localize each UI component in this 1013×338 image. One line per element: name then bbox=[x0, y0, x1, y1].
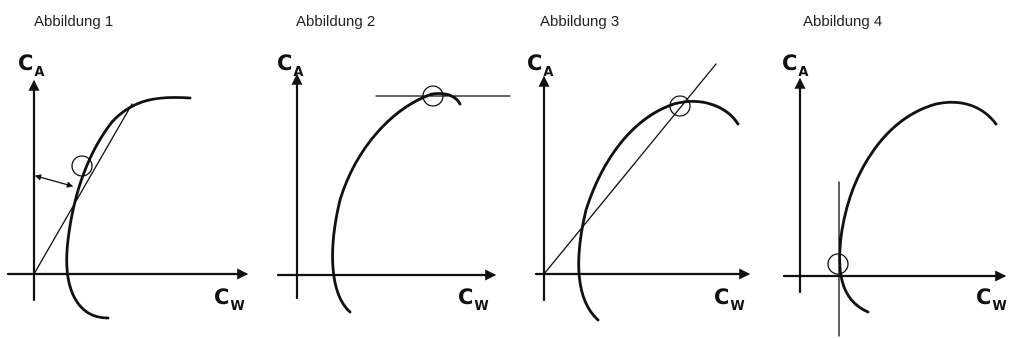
figure-4-caption: Abbildung 4 bbox=[803, 13, 882, 30]
figure-2-polar-curve bbox=[331, 92, 462, 314]
figure-3-tangent-circle bbox=[669, 95, 691, 117]
figure-1-y-axis-label: CA bbox=[18, 51, 44, 80]
figure-3: Abbildung 3 CA CW bbox=[527, 13, 751, 322]
figure-1-x-axis-label: CW bbox=[214, 285, 245, 314]
figure-2-y-axis-label: CA bbox=[277, 51, 303, 80]
figure-3-caption: Abbildung 3 bbox=[540, 13, 619, 30]
figure-3-tangent-from-origin bbox=[543, 63, 717, 275]
figure-1-double-arrow bbox=[34, 174, 74, 188]
figure-1-polar-curve bbox=[65, 96, 192, 320]
figure-4-y-axis-label: CA bbox=[782, 51, 808, 80]
figure-3-polar-curve bbox=[577, 100, 740, 322]
figure-2-tangent-circle bbox=[422, 85, 444, 107]
figure-1-tangent-circle bbox=[71, 155, 93, 177]
figure-4: Abbildung 4 CA CW bbox=[782, 13, 1007, 337]
figure-4-polar-curve bbox=[838, 100, 998, 314]
figure-1: Abbildung 1 CA CW bbox=[6, 13, 249, 320]
figure-2-x-axis-label: CW bbox=[458, 285, 489, 314]
figure-3-x-axis-label: CW bbox=[714, 285, 745, 314]
figure-1-tangent-line bbox=[33, 103, 133, 275]
figure-2-caption: Abbildung 2 bbox=[296, 13, 375, 30]
figure-1-caption: Abbildung 1 bbox=[34, 13, 113, 30]
figure-4-tangent-circle bbox=[827, 253, 849, 275]
figure-2: Abbildung 2 CA CW bbox=[276, 13, 511, 314]
figure-3-y-axis-label: CA bbox=[527, 51, 553, 80]
figure-4-x-axis-label: CW bbox=[976, 285, 1007, 314]
